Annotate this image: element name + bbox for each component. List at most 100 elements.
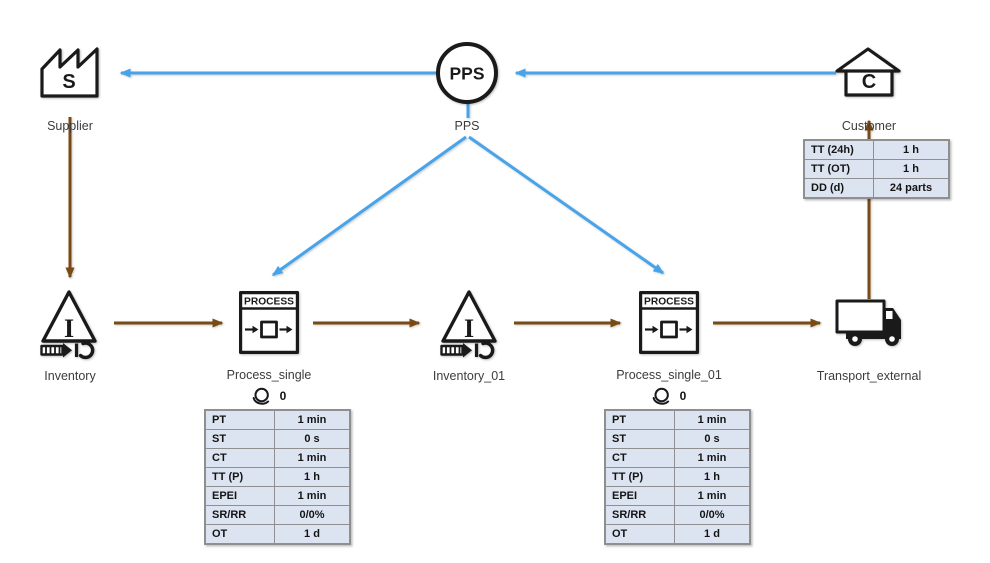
inventory-01-label: Inventory_01: [432, 369, 506, 383]
operator-icon: [652, 387, 670, 405]
table-row: TT (OT)1 h: [803, 159, 950, 179]
metric-label: CT: [204, 448, 275, 468]
process-out-arrowhead: [286, 325, 293, 334]
metric-label: ST: [204, 429, 275, 449]
metric-value: 1 h: [274, 467, 351, 487]
truck-window: [886, 311, 893, 319]
process-title: PROCESS: [244, 296, 294, 308]
metric-value: 1 d: [674, 524, 751, 545]
pull-hook: [478, 341, 495, 360]
process-single-01-box[interactable]: PROCESS: [639, 291, 699, 354]
process-single-operator[interactable]: 0: [252, 387, 287, 405]
customer-icon[interactable]: C: [834, 45, 902, 97]
inventory-triangle: [41, 290, 97, 343]
pps-circle-text: PPS: [449, 64, 484, 84]
metric-label: DD (d): [803, 178, 874, 199]
metric-label: PT: [604, 409, 675, 430]
metric-label: CT: [604, 448, 675, 468]
pps-circle: [436, 42, 498, 104]
metric-value: 1 h: [873, 159, 950, 179]
supplier-letter: S: [62, 71, 75, 93]
table-row: DD (d)24 parts: [803, 178, 950, 199]
inventory-icon[interactable]: I: [38, 288, 100, 364]
truck-wheel-hub: [889, 336, 895, 342]
process-single-01-label: Process_single_01: [616, 368, 722, 382]
metric-label: EPEI: [204, 486, 275, 506]
metric-value: 1 min: [674, 448, 751, 468]
metric-label: SR/RR: [204, 505, 275, 525]
process-single-01-operator[interactable]: 0: [652, 387, 686, 405]
metric-label: ST: [604, 429, 675, 449]
house-roof: [835, 47, 901, 73]
process-single-box[interactable]: PROCESS: [239, 291, 299, 354]
pull-hook: [78, 341, 95, 360]
customer-letter: C: [862, 71, 876, 93]
operator-icon: [252, 387, 270, 405]
process-single-label: Process_single: [226, 368, 312, 382]
metric-value: 1 min: [674, 409, 751, 430]
process-title: PROCESS: [644, 296, 694, 308]
fifo-stripes: [45, 346, 61, 355]
truck-trailer: [835, 299, 886, 334]
supplier-label: Supplier: [47, 119, 93, 133]
metric-label: OT: [204, 524, 275, 545]
fifo-arrowhead: [463, 343, 472, 358]
metric-value: 0/0%: [274, 505, 351, 525]
fifo-stripes: [445, 346, 461, 355]
metric-label: TT (24h): [803, 139, 874, 160]
metric-value: 1 min: [674, 486, 751, 506]
metric-value: 24 parts: [873, 178, 950, 199]
metric-label: TT (P): [204, 467, 275, 487]
metric-value: 1 d: [274, 524, 351, 545]
table-row: TT (P)1 h: [604, 467, 751, 487]
transport-external-label: Transport_external: [816, 369, 922, 383]
metric-label: TT (P): [604, 467, 675, 487]
inventory-letter: I: [64, 314, 74, 343]
metric-label: PT: [204, 409, 275, 430]
inventory-01-icon[interactable]: I: [438, 288, 500, 364]
metric-value: 0 s: [274, 429, 351, 449]
process-square: [660, 320, 678, 339]
process-square: [260, 320, 278, 339]
inventory-letter: I: [464, 314, 474, 343]
inventory-triangle: [441, 290, 497, 343]
metric-value: 1 min: [274, 486, 351, 506]
metric-label: SR/RR: [604, 505, 675, 525]
truck-chassis: [846, 330, 901, 339]
metric-value: 1 h: [873, 139, 950, 160]
supplier-icon[interactable]: S: [38, 45, 102, 99]
info-arrow-pps-to-process-single[interactable]: [271, 135, 467, 277]
pps-icon[interactable]: PPS: [434, 40, 500, 106]
factory-shape: [40, 47, 99, 98]
metric-value: 1 min: [274, 409, 351, 430]
customer-data-table[interactable]: TT (24h)1 h TT (OT)1 h DD (d)24 parts: [803, 139, 950, 199]
table-row: TT (24h)1 h: [803, 139, 950, 160]
fifo-box: [440, 344, 464, 356]
process-out-arrowhead: [686, 325, 693, 334]
fifo-arrowhead: [63, 343, 72, 358]
process-in-arrowhead: [652, 325, 659, 334]
inventory-label: Inventory: [44, 369, 96, 383]
pps-label: PPS: [454, 119, 480, 133]
info-arrow-pps-to-process-single-01[interactable]: [468, 135, 665, 275]
operator-count: 0: [279, 389, 287, 403]
truck-wheel-hub: [852, 336, 858, 342]
metric-label: TT (OT): [803, 159, 874, 179]
table-row: TT (P)1 h: [204, 467, 351, 487]
transport-truck-icon[interactable]: [832, 294, 904, 350]
fifo-box: [40, 344, 64, 356]
process-in-arrowhead: [252, 325, 259, 334]
